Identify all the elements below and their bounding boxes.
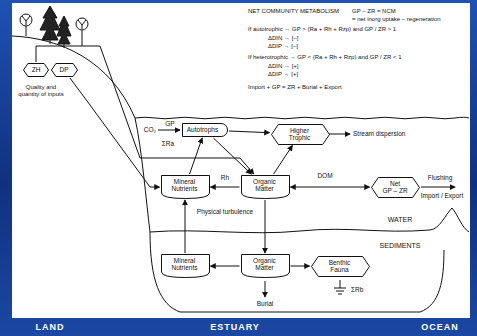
land-surface bbox=[12, 36, 135, 118]
source-symbol bbox=[20, 14, 32, 36]
shape-outline bbox=[161, 176, 209, 199]
consumer-hexagon: Higher Trophic bbox=[271, 124, 330, 145]
water-surface bbox=[135, 117, 469, 119]
annotation-label: DOM bbox=[317, 172, 332, 179]
shape-outline bbox=[311, 256, 369, 276]
annotation-label: Physical turbulence bbox=[197, 208, 253, 215]
shape-outline bbox=[51, 64, 77, 77]
tree-icon bbox=[57, 16, 71, 48]
annotation-label: If heterotrophic → GP < (Ra + Rh + Rzp) … bbox=[248, 54, 402, 61]
annotation-label: Import + GP = ZR + Burial + Export bbox=[248, 84, 342, 91]
flow-arrow bbox=[36, 46, 254, 174]
node-label: DP bbox=[59, 66, 70, 73]
annotation-label: GP bbox=[165, 120, 174, 127]
annotation-label: NET COMMUNITY METABOLISM bbox=[248, 8, 339, 15]
annotation-label: ΣRb bbox=[351, 286, 363, 293]
region-label: ESTUARY bbox=[210, 322, 260, 332]
node-text: Organic Matter bbox=[245, 178, 285, 193]
shape-outline bbox=[183, 124, 228, 137]
node-label: Benthic Fauna bbox=[322, 259, 358, 274]
flow-arrow bbox=[190, 138, 203, 174]
node-text: Autotrophs bbox=[186, 126, 219, 133]
consumer-hexagon: DP bbox=[51, 63, 78, 77]
annotation-label: ΣRa bbox=[162, 140, 174, 147]
flow-arrow bbox=[213, 138, 251, 174]
annotation-label: CO₂ bbox=[144, 126, 156, 133]
burial-arrow bbox=[265, 281, 266, 297]
flow-arrow bbox=[211, 266, 240, 267]
region-label: LAND bbox=[36, 322, 65, 332]
basin-wall bbox=[135, 118, 150, 232]
annotation-label: Quality and quantity of inputs bbox=[18, 84, 64, 98]
node-text: Benthic Fauna bbox=[322, 259, 358, 274]
annotation-label: SEDIMENTS bbox=[380, 242, 421, 250]
annotation-label: Stream dispersion bbox=[353, 130, 405, 137]
sediment-bottom bbox=[150, 232, 444, 312]
figure-panel bbox=[12, 3, 470, 318]
node-label: Higher Trophic bbox=[282, 127, 318, 142]
node-label: ZH bbox=[31, 66, 41, 73]
node-text: Higher Trophic bbox=[282, 127, 318, 142]
sediment-surface bbox=[150, 208, 469, 233]
flow-arrow bbox=[274, 146, 293, 175]
annotation-label: Rh bbox=[221, 174, 229, 181]
node-label: Net bbox=[382, 180, 409, 187]
co2-arrow bbox=[158, 130, 180, 131]
flow-arrow bbox=[211, 187, 240, 188]
flushing-arrow bbox=[421, 187, 455, 188]
annotation-label: Import / Export bbox=[421, 192, 464, 199]
shape-outline bbox=[271, 124, 329, 144]
node-text: Organic Matter bbox=[245, 257, 285, 272]
node-text: Mineral Nutrients bbox=[165, 178, 205, 193]
annotation-label: ΔDIP → [–] bbox=[268, 43, 298, 50]
node-text: DP bbox=[59, 66, 70, 73]
node-label: Mineral Nutrients bbox=[165, 178, 205, 193]
node-text: NetGP – ZR bbox=[382, 180, 409, 195]
shape-outline bbox=[241, 176, 289, 199]
consumer-hexagon: ZH bbox=[23, 63, 49, 77]
node-label: Organic Matter bbox=[245, 178, 285, 193]
shape-outline bbox=[24, 64, 49, 77]
flow-arrow bbox=[229, 131, 270, 133]
flow-arrow bbox=[70, 78, 160, 187]
annotation-label: = net inorg uptake – regeneration bbox=[352, 16, 441, 23]
annotation-label: ΔDIN → [+] bbox=[268, 63, 299, 70]
region-label: OCEAN bbox=[421, 322, 459, 332]
annotation-label: WATER bbox=[388, 216, 413, 224]
annotation-label: Burial bbox=[257, 300, 274, 307]
shape-outline bbox=[371, 177, 419, 197]
node-label: Autotrophs bbox=[186, 126, 219, 133]
storage-tank: Organic Matter bbox=[241, 175, 290, 199]
flow-arrow bbox=[291, 266, 310, 267]
shape-outline bbox=[161, 255, 209, 278]
producer-symbol: Autotrophs bbox=[182, 123, 228, 137]
node-label: Mineral Nutrients bbox=[165, 257, 205, 272]
node-label: Organic Matter bbox=[245, 257, 285, 272]
annotation-label: GP – ZR = NCM bbox=[352, 8, 396, 15]
heat-sink-symbol bbox=[334, 280, 346, 294]
annotation-label: ΔDIN → [–] bbox=[268, 35, 298, 42]
annotation-label: ΔDIP → [+] bbox=[268, 71, 298, 78]
flow-arrow bbox=[265, 200, 266, 253]
tree-icon bbox=[40, 6, 60, 44]
storage-tank: Mineral Nutrients bbox=[161, 175, 210, 199]
flow-arrow bbox=[185, 200, 186, 253]
node-text: Mineral Nutrients bbox=[165, 257, 205, 272]
flow-arrow bbox=[291, 187, 370, 188]
consumer-hexagon: Benthic Fauna bbox=[311, 256, 370, 277]
storage-tank: Mineral Nutrients bbox=[161, 254, 210, 278]
annotation-label: If autotrophic → GP > (Ra + Rh + Rzp) an… bbox=[248, 26, 396, 33]
consumer-hexagon: NetGP – ZR bbox=[371, 177, 420, 198]
shape-outline bbox=[241, 255, 289, 278]
source-symbol bbox=[76, 18, 88, 46]
storage-tank: Organic Matter bbox=[241, 254, 290, 278]
node-label: GP – ZR bbox=[382, 187, 409, 194]
node-text: ZH bbox=[31, 66, 41, 73]
annotation-label: Flushing bbox=[428, 174, 453, 181]
